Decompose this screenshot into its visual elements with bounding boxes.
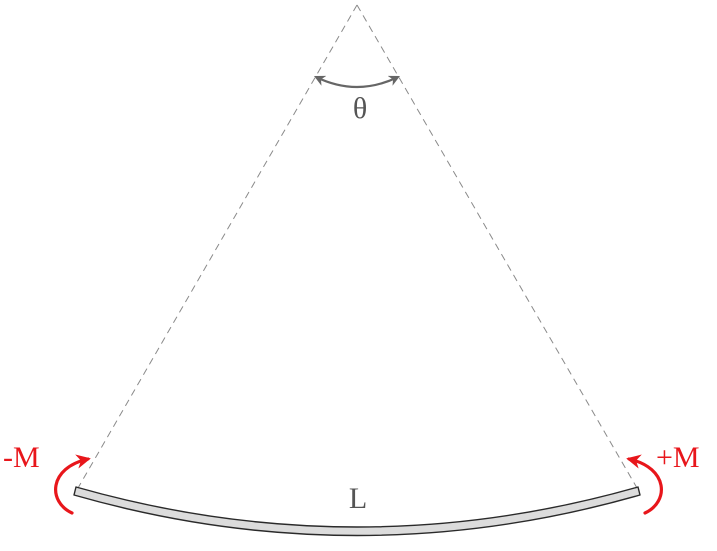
right-moment-label: +M [656,441,700,474]
left-radius-dashed-line [77,4,358,489]
left-moment-label: -M [3,441,40,474]
right-moment-arrow [626,454,663,515]
length-label: L [349,482,367,515]
angle-arc [314,75,400,89]
right-radius-dashed-line [356,4,638,489]
curved-beam [73,486,641,537]
angle-label: θ [353,92,367,125]
left-moment-arrow [54,454,91,515]
